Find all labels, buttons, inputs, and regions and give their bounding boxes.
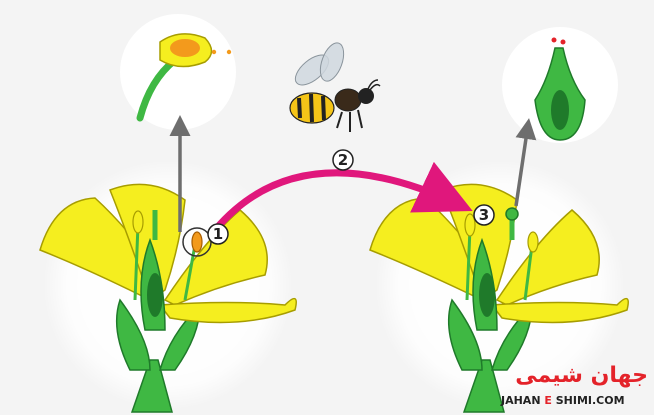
bee-stripe-3: [323, 96, 324, 120]
left-anther-2: [192, 232, 202, 252]
bee-legs: [337, 110, 362, 132]
pollen-grain-2: [227, 50, 231, 54]
right-ovary-seeds: [479, 273, 495, 317]
step-label-1: 1: [213, 225, 223, 243]
bee-antennae: [368, 80, 380, 90]
watermark-latin: JAHAN E SHIMI.COM: [500, 394, 625, 407]
step-marker-3: 3: [474, 205, 494, 225]
right-stigma: [506, 208, 518, 220]
step-marker-2: 2: [333, 150, 353, 170]
bee-thorax: [335, 89, 361, 111]
pollen-grain-1: [212, 50, 216, 54]
anther-closeup-pollen: [170, 39, 200, 57]
watermark-latin-left: JAHAN: [500, 394, 541, 407]
left-anther-1: [133, 211, 143, 233]
pistil-pollen-2: [561, 40, 566, 45]
watermark-logo: جهان شیمی JAHAN E SHIMI.COM: [500, 363, 648, 407]
bee-head: [358, 88, 374, 104]
bee-stripe-2: [311, 94, 312, 122]
pistil-closeup-ovules: [551, 90, 569, 130]
bee: [290, 40, 380, 132]
anther-inset-halo: [120, 14, 236, 130]
right-anther-2: [528, 232, 538, 252]
step-label-3: 3: [479, 206, 489, 224]
step-marker-1: 1: [208, 224, 228, 244]
step-label-2: 2: [338, 151, 348, 169]
left-ovary-seeds: [147, 273, 163, 317]
watermark-latin-mid: E: [544, 394, 552, 407]
watermark-persian: جهان شیمی: [515, 363, 648, 388]
watermark-latin-right: SHIMI.COM: [556, 394, 625, 407]
pistil-pollen-1: [552, 38, 557, 43]
bee-stripe-1: [299, 98, 300, 118]
